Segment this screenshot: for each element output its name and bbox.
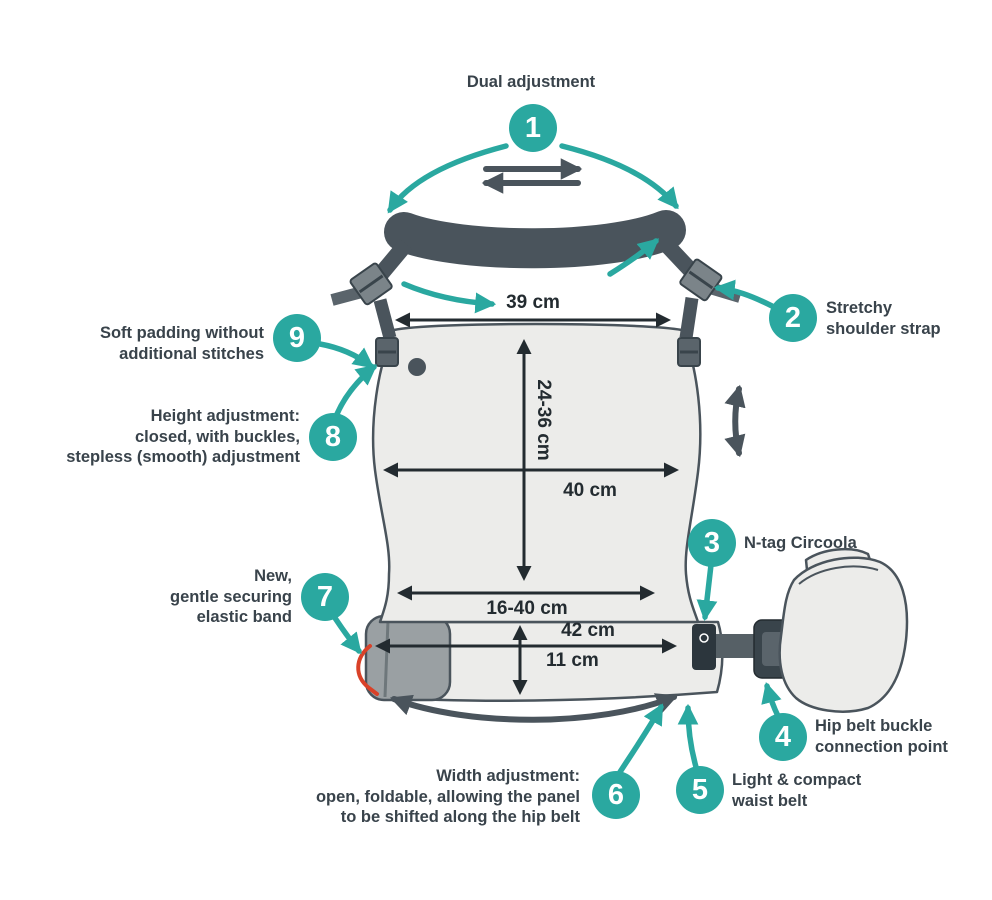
- hip-belt-webbing: [714, 634, 758, 658]
- n-tag-logo: [699, 633, 709, 643]
- height-adjust-arrow: [724, 384, 746, 458]
- measurement-arrows: [375, 312, 679, 695]
- dim-belt-height: 11 cm: [546, 650, 599, 671]
- arrow-7: [332, 615, 362, 655]
- callout-3-label: N-tag Circoola: [744, 534, 857, 552]
- dim-panel-height-range: 24-36 cm: [533, 379, 554, 461]
- arrow-3: [696, 562, 718, 622]
- hip-pad: [778, 556, 909, 713]
- shoulder-pad: [384, 210, 686, 269]
- hip-pad-seam: [798, 565, 879, 585]
- callout-8-label: Height adjustment: closed, with buckles,…: [66, 407, 300, 467]
- callout-8-number: 8: [309, 413, 357, 461]
- callout-5-label: Light & compact waist belt: [732, 771, 862, 810]
- arrow-strap-left: [401, 281, 497, 314]
- callout-1-label: Dual adjustment: [466, 73, 596, 91]
- arrow-5: [677, 703, 699, 770]
- callout-arrows: [317, 143, 782, 775]
- callout-6-label: Width adjustment: open, foldable, allowi…: [315, 767, 580, 827]
- callout-4-number: 4: [759, 713, 807, 761]
- left-strap-buckles: [330, 238, 413, 367]
- arrow-1-right: [559, 143, 679, 210]
- dim-panel-lower-width: 16-40 cm: [486, 598, 568, 619]
- dim-belt-section-width: 42 cm: [561, 620, 615, 641]
- width-adjust-arrow: [389, 693, 679, 723]
- end-cap-seam: [383, 620, 390, 698]
- waist-belt-end-cap: [364, 614, 452, 702]
- dual-adjust-arrows: [481, 158, 583, 194]
- dim-panel-top-width: 39 cm: [506, 292, 560, 313]
- callout-1-number: 1: [509, 104, 557, 152]
- callout-3-number: 3: [688, 519, 736, 567]
- callout-7-number: 7: [301, 573, 349, 621]
- callout-9-number: 9: [273, 314, 321, 362]
- callout-7-label: New, gentle securing elastic band: [170, 567, 292, 627]
- callout-5-number: 5: [676, 766, 724, 814]
- arrow-4: [761, 681, 782, 719]
- arrow-strap-right: [607, 238, 660, 277]
- arrow-6: [617, 703, 664, 775]
- dim-panel-mid-width: 40 cm: [563, 480, 617, 501]
- arrow-2: [713, 279, 775, 309]
- callout-9-label: Soft padding without additional stitches: [99, 324, 264, 363]
- snap-button: [408, 358, 426, 376]
- arrow-1-left: [387, 143, 509, 214]
- arrow-9: [317, 341, 375, 369]
- callout-2-number: 2: [769, 294, 817, 342]
- right-strap-buckles: [658, 236, 742, 367]
- callout-2-label: Stretchy shoulder strap: [826, 299, 941, 338]
- callout-6-number: 6: [592, 771, 640, 819]
- arrow-8: [334, 364, 378, 417]
- elastic-band: [356, 644, 379, 696]
- n-tag: [692, 624, 716, 670]
- callout-4-label: Hip belt buckle connection point: [815, 717, 948, 756]
